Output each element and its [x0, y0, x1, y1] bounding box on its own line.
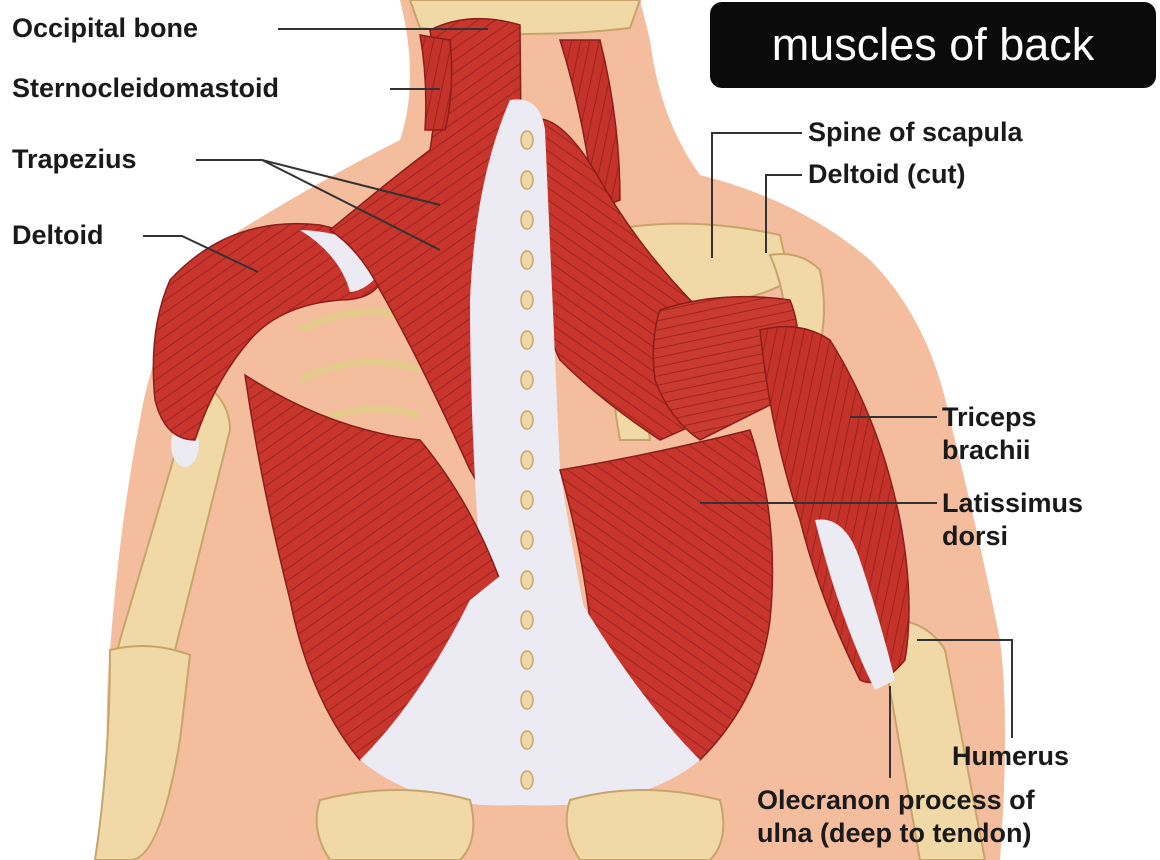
label-sternocleidomastoid: Sternocleidomastoid — [12, 72, 279, 105]
label-deltoid: Deltoid — [12, 219, 104, 252]
label-occipital-bone: Occipital bone — [12, 12, 198, 45]
label-humerus: Humerus — [952, 740, 1069, 773]
label-olecranon-line-2: ulna (deep to tendon) — [757, 817, 1035, 850]
label-olecranon-process: Olecranon process of ulna (deep to tendo… — [757, 784, 1035, 850]
page-title: muscles of back — [710, 18, 1156, 72]
label-spine-of-scapula: Spine of scapula — [808, 116, 1023, 149]
label-triceps-line-2: brachii — [942, 434, 1037, 467]
label-olecranon-line-1: Olecranon process of — [757, 784, 1035, 817]
label-trapezius: Trapezius — [12, 143, 137, 176]
label-triceps-brachii: Triceps brachii — [942, 401, 1037, 467]
label-triceps-line-1: Triceps — [942, 401, 1037, 434]
label-deltoid-cut: Deltoid (cut) — [808, 158, 965, 191]
label-latissimus-dorsi: Latissimus dorsi — [942, 487, 1083, 553]
label-latissimus-line-2: dorsi — [942, 520, 1083, 553]
title-banner: muscles of back — [710, 2, 1156, 88]
label-latissimus-line-1: Latissimus — [942, 487, 1083, 520]
